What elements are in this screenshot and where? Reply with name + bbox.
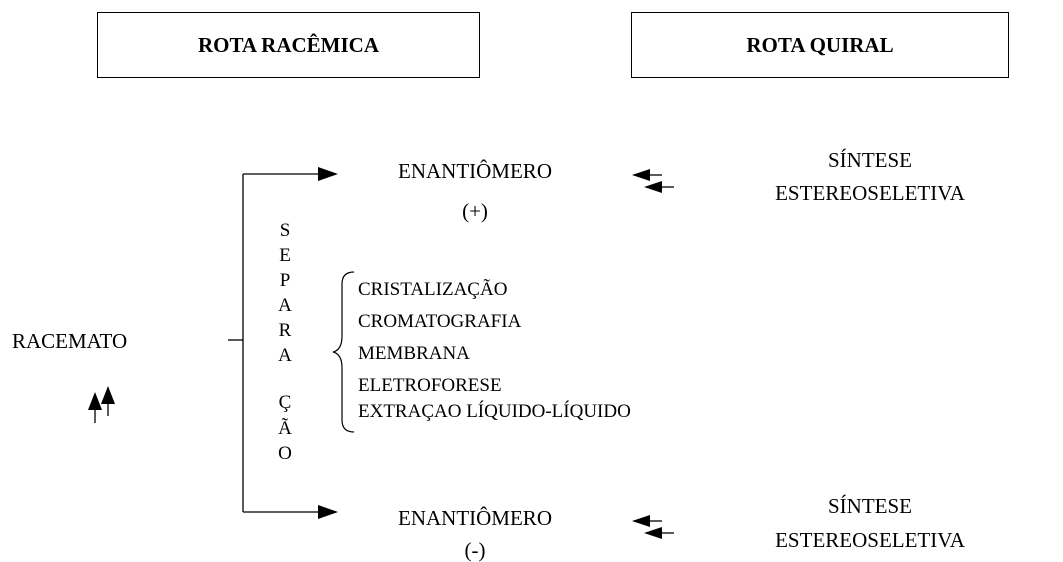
separation-letter: Ã: [278, 418, 292, 439]
separation-letter: O: [278, 443, 292, 464]
synthesis-bottom-line1: SÍNTESE: [828, 494, 912, 518]
method-item: CRISTALIZAÇÃO: [358, 279, 508, 300]
racemic-route-title: ROTA RACÊMICA: [197, 32, 380, 57]
method-item: ELETROFORESE: [358, 375, 502, 396]
synthesis-top-line2: ESTEREOSELETIVA: [775, 181, 965, 205]
separation-letter: S: [279, 220, 291, 241]
enantiomer-minus-name: ENANTIÔMERO: [398, 506, 552, 530]
racemate-up-arrows: [88, 386, 115, 423]
method-item: MEMBRANA: [358, 343, 470, 364]
method-item: CROMATOGRAFIA: [358, 311, 522, 332]
methods-brace: [332, 271, 355, 433]
bottom-synthesis-arrows: [632, 515, 674, 539]
bottom-arrow-head: [318, 505, 338, 519]
separation-letter: Ç: [278, 392, 292, 413]
enantiomer-plus-name: ENANTIÔMERO: [398, 159, 552, 183]
enantiomer-plus-sign: (+): [462, 199, 488, 223]
racemate-label: RACEMATO: [12, 329, 128, 353]
enantiomer-minus-sign: (-): [464, 538, 486, 562]
method-item: EXTRAÇAO LÍQUIDO-LÍQUIDO: [358, 401, 631, 422]
top-synthesis-arrows: [632, 169, 674, 193]
separation-letter: E: [279, 245, 291, 266]
chiral-route-title: ROTA QUIRAL: [746, 32, 894, 57]
chiral-route-box: ROTA QUIRAL: [631, 12, 1009, 78]
top-arrow-head: [318, 167, 338, 181]
separation-letter: A: [278, 345, 292, 366]
racemic-route-box: ROTA RACÊMICA: [97, 12, 480, 78]
synthesis-top-line1: SÍNTESE: [828, 148, 912, 172]
separation-letter: A: [278, 295, 292, 316]
synthesis-bottom-line2: ESTEREOSELETIVA: [775, 528, 965, 552]
separation-letter: R: [278, 320, 292, 341]
separation-letter: P: [279, 270, 291, 291]
